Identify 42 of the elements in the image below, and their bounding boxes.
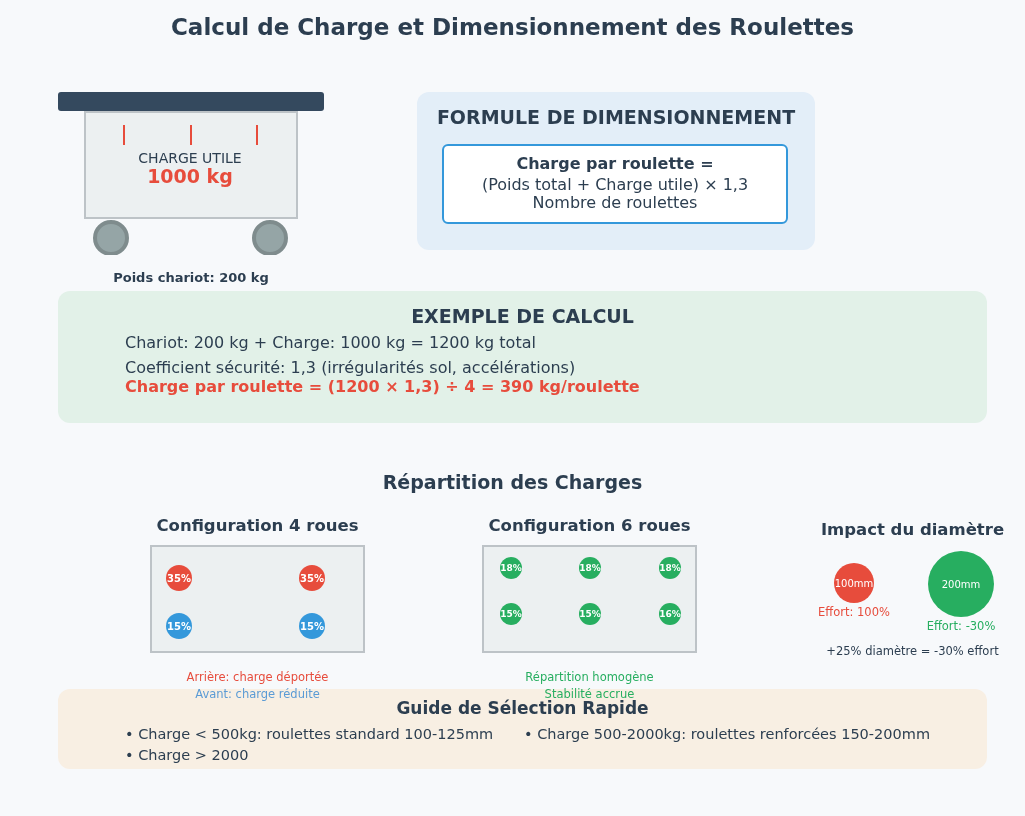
text-line: Nombre de roulettes [531,194,699,212]
panel-heading: Configuration 6 roues [487,516,692,535]
formula-box [442,144,788,224]
text-line: Charge par roulette = (1200 × 1,3) ÷ 4 = 390 kg/roulette [124,377,641,396]
guide-item: • Charge 500-2000kg: roulettes renforcées 150-200mm [524,726,930,742]
wheel-circle: 15% [166,613,192,639]
guide-item: • Charge < 500kg: roulettes standard 100-125mm [125,726,494,742]
wheel-circle: 18% [500,557,522,579]
info-panel [58,689,987,769]
panel-heading: Guide de Sélection Rapide [395,698,650,718]
guide-item: • Charge > 2000 [125,747,249,763]
wheel-circle: 16% [659,603,681,625]
wheel-circle: 15% [299,613,325,639]
wheel-circle: 35% [299,565,325,591]
wheel-circle: 18% [579,557,601,579]
note: +25% diamètre = -30% effort [825,644,1000,658]
distribution-note: Stabilité accrue [544,687,635,701]
distribution-note: Arrière: charge déportée [185,670,330,684]
panel-heading: EXEMPLE DE CALCUL [410,305,635,327]
wheel-circle: 15% [579,603,601,625]
wheel-circle: 15% [500,603,522,625]
wheel-circle: 18% [659,557,681,579]
wheel-circle: 100mm [834,563,874,603]
cargo-weight: 1000 kg [146,166,234,186]
wheel-circle: 35% [166,565,192,591]
cart-weight-label: Poids chariot: 200 kg [112,270,270,285]
distribution-note: Avant: charge réduite [194,687,321,701]
text-line: Chariot: 200 kg + Charge: 1000 kg = 1200 kg total [124,333,537,352]
info-panel [417,92,815,250]
cargo-label: CHARGE UTILE [137,150,243,166]
panel-heading: FORMULE DE DIMENSIONNEMENT [435,106,797,128]
text-line: (Poids total + Charge utile) × 1,3 [480,175,750,194]
effort-label: Effort: -30% [925,619,997,633]
distribution-note: Répartition homogène [524,670,655,684]
title: Calcul de Charge et Dimensionnement des Roulettes [170,14,855,40]
section-heading: Répartition des Charges [381,471,644,493]
text-line: Charge par roulette = [515,154,715,173]
wheel-circle: 200mm [928,551,994,617]
effort-label: Effort: 100% [817,605,891,619]
panel-heading: Configuration 4 roues [155,516,360,535]
section-heading: Impact du diamètre [819,520,1006,539]
text-line: Coefficient sécurité: 1,3 (irrégularités sol, accélérations) [124,358,577,377]
